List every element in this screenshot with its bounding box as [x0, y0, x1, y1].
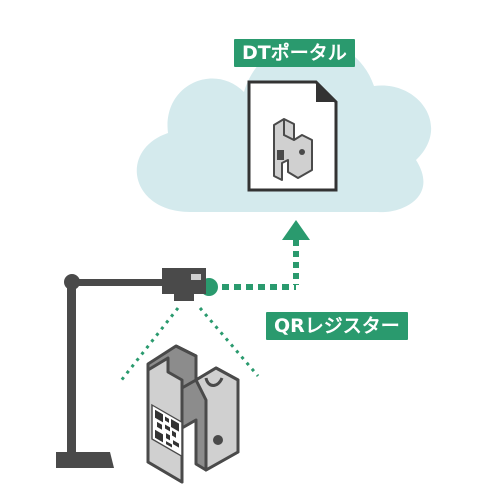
metal-part-icon	[146, 344, 240, 484]
portal-label: DTポータル	[234, 39, 355, 67]
qr-register-label: QRレジスター	[266, 312, 408, 340]
document-part-icon	[273, 118, 313, 181]
up-arrow-icon	[282, 220, 310, 285]
scan-beam	[118, 307, 260, 383]
document-icon	[247, 80, 338, 192]
qr-code-icon	[151, 403, 183, 458]
data-connector	[200, 278, 296, 296]
qr-scanner-stand-icon	[56, 268, 206, 468]
